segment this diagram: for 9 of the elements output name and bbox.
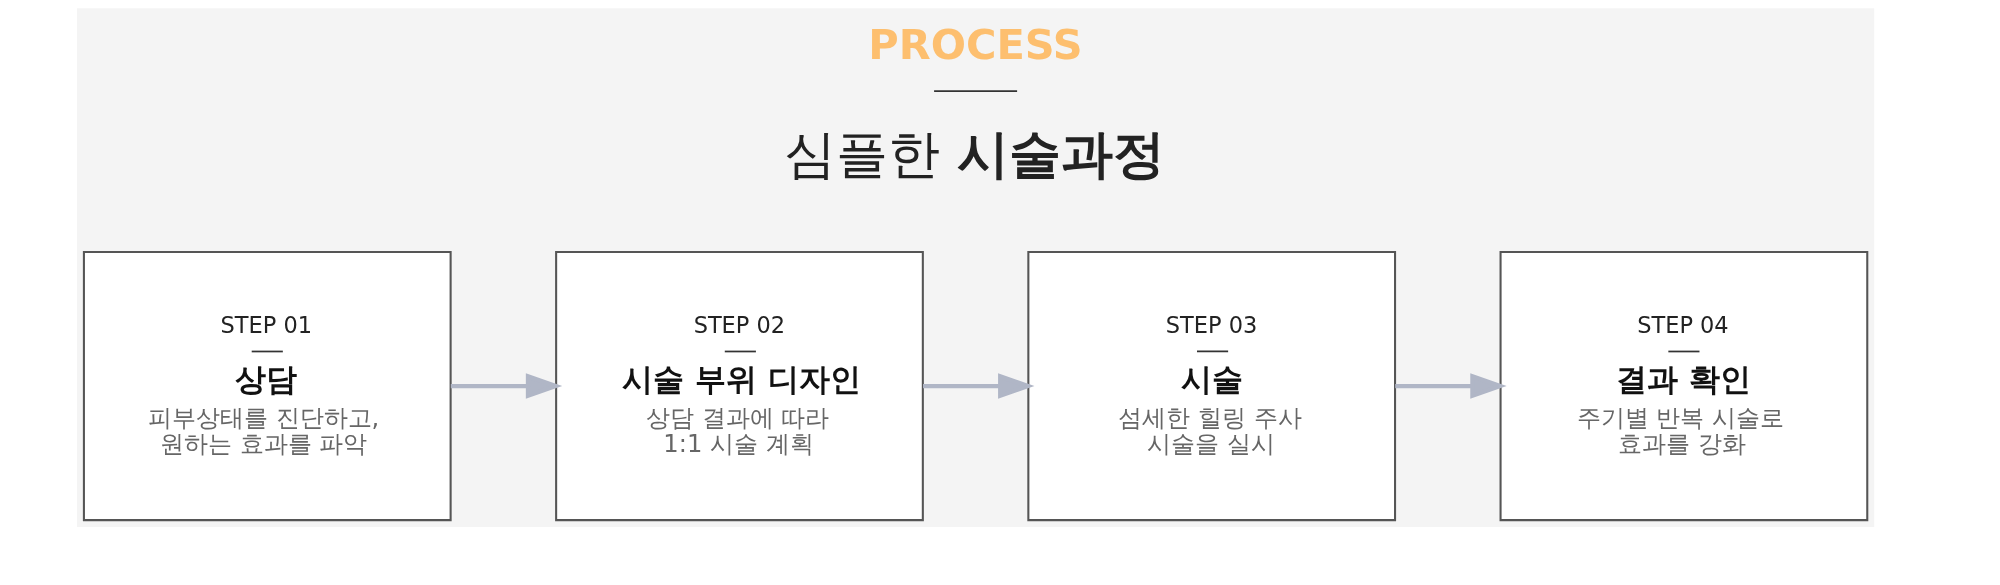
node-box: STEP 01 상담 피부상태를 진단하고, 원하는 효과를 파악 — [82, 251, 452, 522]
node-box: STEP 04 결과 확인 주기별 반복 시술로 효과를 강화 — [1499, 251, 1868, 522]
label: 심플한 시술과정 — [783, 124, 1165, 185]
arrow — [922, 373, 1034, 399]
arrow — [1394, 373, 1507, 399]
diagram-title: PROCESS — [867, 19, 1083, 69]
arrow — [450, 373, 562, 399]
node-box: STEP 03 시술 섬세한 힐링 주사 시술을 실시 — [1026, 251, 1396, 522]
node-box: STEP 02 시술 부위 디자인 상담 결과에 따라 1:1 시술 계획 — [554, 251, 924, 522]
